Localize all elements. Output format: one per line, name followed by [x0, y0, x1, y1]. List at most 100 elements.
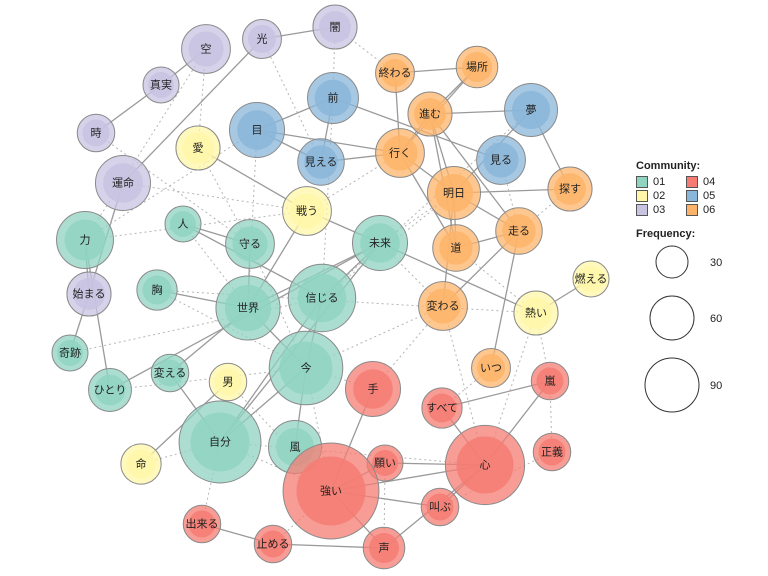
node-label: 正義	[541, 445, 563, 459]
community-legend-title: Community:	[636, 160, 701, 172]
node-行く[interactable]: 行く	[375, 128, 425, 178]
node-inner-circle	[247, 24, 277, 54]
node-進む[interactable]: 進む	[407, 91, 453, 137]
node-label: 目	[252, 124, 263, 137]
node-変える[interactable]: 変える	[150, 353, 190, 393]
node-inner-circle	[214, 368, 242, 396]
node-世界[interactable]: 世界	[215, 275, 281, 341]
node-叫ぶ[interactable]: 叫ぶ	[420, 487, 460, 527]
node-inner-circle	[190, 412, 250, 472]
node-運命[interactable]: 運命	[94, 154, 152, 212]
node-守る[interactable]: 守る	[225, 219, 275, 269]
node-燃える[interactable]: 燃える	[572, 260, 610, 298]
node-願い[interactable]: 願い	[366, 444, 404, 482]
node-inner-circle	[188, 31, 224, 67]
node-label: 探す	[559, 183, 581, 196]
node-ひとり[interactable]: ひとり	[88, 368, 132, 412]
node-胸[interactable]: 胸	[136, 269, 178, 311]
node-見える[interactable]: 見える	[297, 138, 345, 186]
node-奇跡[interactable]: 奇跡	[51, 334, 89, 372]
node-正義[interactable]: 正義	[532, 432, 572, 472]
node-見る[interactable]: 見る	[476, 135, 526, 185]
node-前[interactable]: 前	[307, 72, 359, 124]
node-inner-circle	[188, 510, 216, 538]
node-label: 風	[290, 441, 301, 454]
node-止める[interactable]: 止める	[253, 524, 293, 564]
node-label: 走る	[508, 225, 530, 238]
node-出来る[interactable]: 出来る	[182, 504, 222, 544]
node-今[interactable]: 今	[268, 330, 344, 406]
community-swatch	[636, 176, 648, 188]
node-label: 止める	[257, 538, 290, 551]
node-嵐[interactable]: 嵐	[530, 361, 570, 401]
frequency-legend-title: Frequency:	[636, 228, 696, 240]
node-inner-circle	[462, 52, 492, 82]
node-inner-circle	[224, 284, 272, 332]
node-走る[interactable]: 走る	[495, 207, 543, 255]
node-声[interactable]: 声	[362, 526, 406, 570]
community-legend-item: 04	[686, 176, 736, 188]
node-label: 胸	[152, 283, 163, 297]
node-熱い[interactable]: 熱い	[513, 290, 559, 336]
node-label: 始まる	[73, 287, 106, 301]
node-時[interactable]: 時	[76, 113, 116, 153]
node-始まる[interactable]: 始まる	[66, 271, 112, 317]
node-手[interactable]: 手	[344, 360, 402, 418]
node-label: 場所	[466, 61, 488, 74]
node-label: 熱い	[525, 307, 547, 320]
node-明日[interactable]: 明日	[426, 165, 482, 221]
node-命[interactable]: 命	[120, 443, 162, 485]
node-inner-circle	[314, 79, 352, 117]
node-inner-circle	[360, 223, 400, 263]
node-戦う[interactable]: 戦う	[282, 186, 332, 236]
node-inner-circle	[456, 436, 514, 494]
node-力[interactable]: 力	[56, 211, 114, 269]
community-swatch	[686, 176, 698, 188]
node-inner-circle	[103, 163, 143, 203]
node-inner-circle	[372, 450, 398, 476]
edge-solid	[122, 38, 263, 184]
node-inner-circle	[126, 449, 156, 479]
node-夢[interactable]: 夢	[503, 82, 559, 138]
node-道[interactable]: 道	[432, 224, 480, 272]
node-変わる[interactable]: 変わる	[418, 281, 468, 331]
node-光[interactable]: 光	[242, 19, 282, 59]
node-inner-circle	[511, 90, 551, 130]
node-label: すべて	[426, 402, 458, 415]
node-心[interactable]: 心	[444, 424, 526, 506]
node-真実[interactable]: 真実	[142, 66, 180, 104]
node-label: 見える	[305, 156, 338, 169]
node-男[interactable]: 男	[208, 362, 248, 402]
node-inner-circle	[156, 359, 184, 387]
node-闇[interactable]: 闇	[312, 4, 358, 50]
node-目[interactable]: 目	[228, 101, 286, 159]
node-自分[interactable]: 自分	[178, 400, 262, 484]
node-場所[interactable]: 場所	[455, 45, 499, 89]
node-いつ[interactable]: いつ	[471, 348, 511, 388]
community-label: 02	[653, 190, 666, 202]
node-終わる[interactable]: 終わる	[375, 53, 415, 93]
node-label: 変わる	[427, 299, 460, 313]
node-label: 嵐	[545, 375, 556, 388]
frequency-legend-label: 90	[710, 380, 722, 392]
node-inner-circle	[380, 58, 410, 88]
node-inner-circle	[483, 142, 519, 178]
node-すべて[interactable]: すべて	[421, 387, 463, 429]
node-label: 運命	[112, 176, 134, 190]
node-未来[interactable]: 未来	[351, 214, 409, 272]
node-label: いつ	[480, 362, 502, 375]
edge-solid	[429, 113, 520, 232]
node-label: 愛	[193, 142, 204, 155]
node-空[interactable]: 空	[181, 24, 231, 74]
node-探す[interactable]: 探す	[547, 166, 593, 212]
frequency-legend-circle	[644, 357, 700, 413]
node-label: 光	[257, 32, 268, 46]
edge-dotted	[84, 129, 258, 241]
node-inner-circle	[296, 456, 366, 526]
node-人[interactable]: 人	[164, 205, 202, 243]
node-信じる[interactable]: 信じる	[287, 263, 357, 333]
node-愛[interactable]: 愛	[175, 125, 221, 171]
node-強い[interactable]: 強い	[282, 442, 380, 540]
node-inner-circle	[538, 438, 566, 466]
